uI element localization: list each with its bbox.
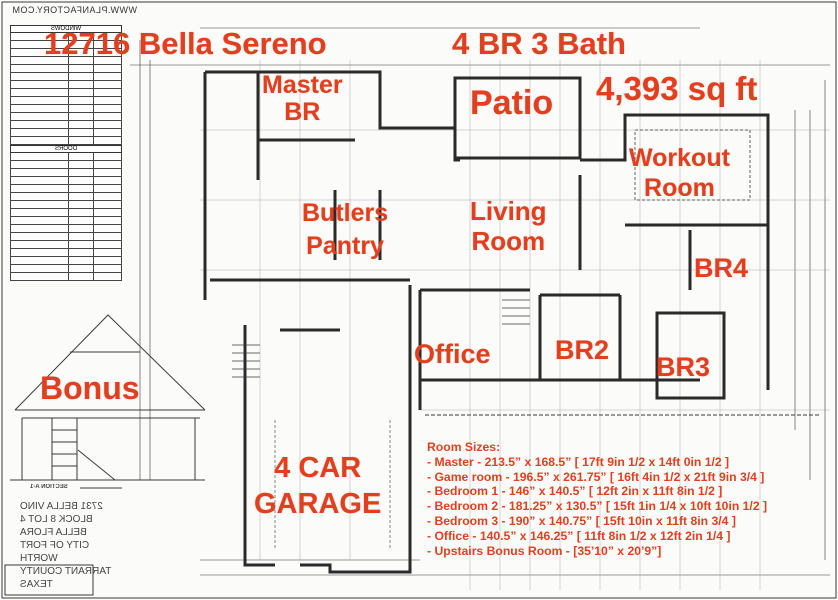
lot-county: TARRANT COUNTY TEXAS [20,566,112,590]
room-label-br4: BR4 [694,253,749,283]
room-size-item: - Office - 140.5” x 146.25” [ 11ft 8in 1… [427,528,731,543]
square-footage: 4,393 sq ft [596,70,758,107]
lot-subdivision: BELLA FLORA [20,527,87,538]
lot-block: BLOCK 8 LOT 4 [20,514,93,525]
room-size-item: - Bedroom 1 - 146” x 140.5” [ 12ft 2in x… [427,484,723,499]
room-size-item: - Game room - 196.5” x 261.75” [ 16ft 4i… [427,469,765,484]
room-sizes-heading: Room Sizes: [427,440,501,454]
lot-info: SECTION A-1 [30,484,68,490]
room-label-patio: Patio [470,84,554,122]
room-label-bonus: Bonus [40,370,140,406]
room-sizes-list: Room Sizes: - Master - 213.5” x 168.5” [… [427,440,767,558]
website-watermark: WWW.PLANFACTORY.COM [12,5,138,15]
door-window-schedule: WINDOWS DOORS [10,25,122,281]
room-label-office: Office [414,339,491,369]
room-label-br3: BR3 [656,352,711,382]
room-label-garage: 4 CAR GARAGE [254,452,382,520]
room-label-butlers-pantry: Butlers Pantry [302,199,389,260]
room-size-item: - Upstairs Bonus Room - [35’10” x 20’9”] [427,543,662,558]
room-size-item: - Master - 213.5” x 168.5” [ 17ft 9in 1/… [427,454,730,469]
listing-title: 12716 Bella Sereno [44,26,327,61]
room-label-workout: Workout Room [629,144,730,202]
lot-city: CITY OF FORT WORTH [20,540,90,564]
beds-baths: 4 BR 3 Bath [452,26,626,61]
room-label-living-room: Living Room [470,196,547,256]
lot-address: 2731 BELLA VINO [20,501,103,512]
schedule-heading-doors: DOORS [10,145,122,153]
lot-info-block: 2731 BELLA VINO BLOCK 8 LOT 4 BELLA FLOR… [20,500,120,591]
room-label-master: Master BR [262,71,343,126]
room-size-item: - Bedroom 2 - 181.25” x 130.5” [ 15ft 1i… [427,499,768,514]
room-label-br2: BR2 [555,335,610,365]
room-size-item: - Bedroom 3 - 190” x 140.75” [ 15ft 10in… [427,513,736,528]
